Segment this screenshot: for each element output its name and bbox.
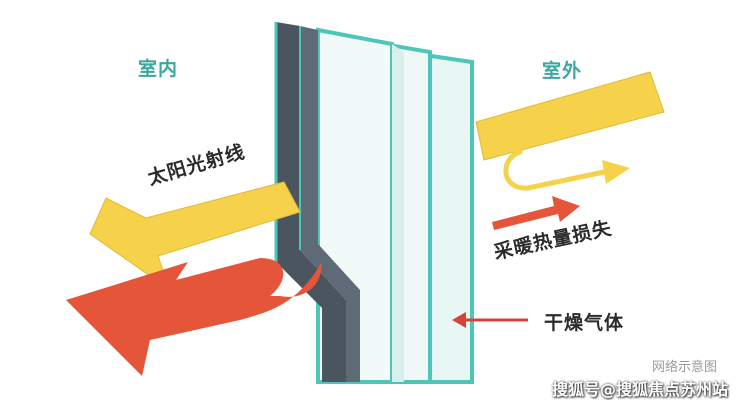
reflection-curve-arrow <box>503 149 607 191</box>
reflection-arrow-head <box>602 160 630 184</box>
watermark-diagram-note: 网络示意图 <box>652 360 718 375</box>
sunlight-arrow-outdoor <box>475 71 665 161</box>
frame-side <box>300 26 360 382</box>
heat-loss-arrow-outdoor <box>492 196 580 230</box>
dry-gas-pointer-head <box>452 312 466 328</box>
heat-loss-arrow-indoor <box>66 258 322 376</box>
indoor-label: 室内 <box>138 58 179 80</box>
sunlight-arrow-indoor <box>89 181 301 292</box>
dry-gas-label: 干燥气体 <box>544 312 625 334</box>
dry-gas-layer <box>392 44 404 382</box>
window-frame <box>276 22 346 382</box>
watermark-source: 搜狐号@搜狐焦点苏州站 <box>552 380 729 399</box>
glass-assembly <box>274 22 474 384</box>
outdoor-label: 室外 <box>542 60 583 82</box>
